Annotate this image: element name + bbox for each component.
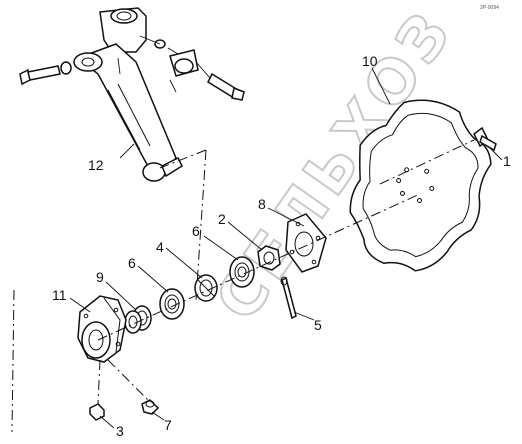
part-8-flange-plate <box>285 213 327 273</box>
callout-1: 1 <box>503 153 511 169</box>
callout-11: 11 <box>52 287 67 303</box>
callout-2: 2 <box>218 211 226 227</box>
callout-4: 4 <box>156 239 164 255</box>
callout-5: 5 <box>314 317 322 333</box>
part-6-bearing-upper <box>229 256 255 288</box>
assembly-axis <box>97 139 475 405</box>
part-2-nut <box>257 245 281 271</box>
callout-6-lower: 6 <box>128 255 136 271</box>
callout-9: 9 <box>96 269 104 285</box>
part-5-split-pin <box>280 276 297 320</box>
assembly-boundary <box>11 149 207 433</box>
callout-3: 3 <box>116 423 124 439</box>
callouts: 10 1 12 8 2 6 4 6 9 11 5 3 7 <box>52 53 511 439</box>
callout-8: 8 <box>258 196 266 212</box>
part-11-hub <box>77 295 127 363</box>
callout-7: 7 <box>164 417 172 433</box>
part-7-grease-nipple <box>141 399 160 415</box>
part-9-seal <box>124 305 152 334</box>
leader-lines <box>69 67 503 429</box>
part-6-bearing-lower <box>159 288 185 320</box>
callout-6-upper: 6 <box>192 223 200 239</box>
part-12-arm-assembly <box>19 7 245 182</box>
callout-10: 10 <box>362 53 378 69</box>
callout-12: 12 <box>88 157 104 173</box>
reference-code: 2P-0094 <box>480 5 499 11</box>
part-1-bolt <box>473 126 497 152</box>
